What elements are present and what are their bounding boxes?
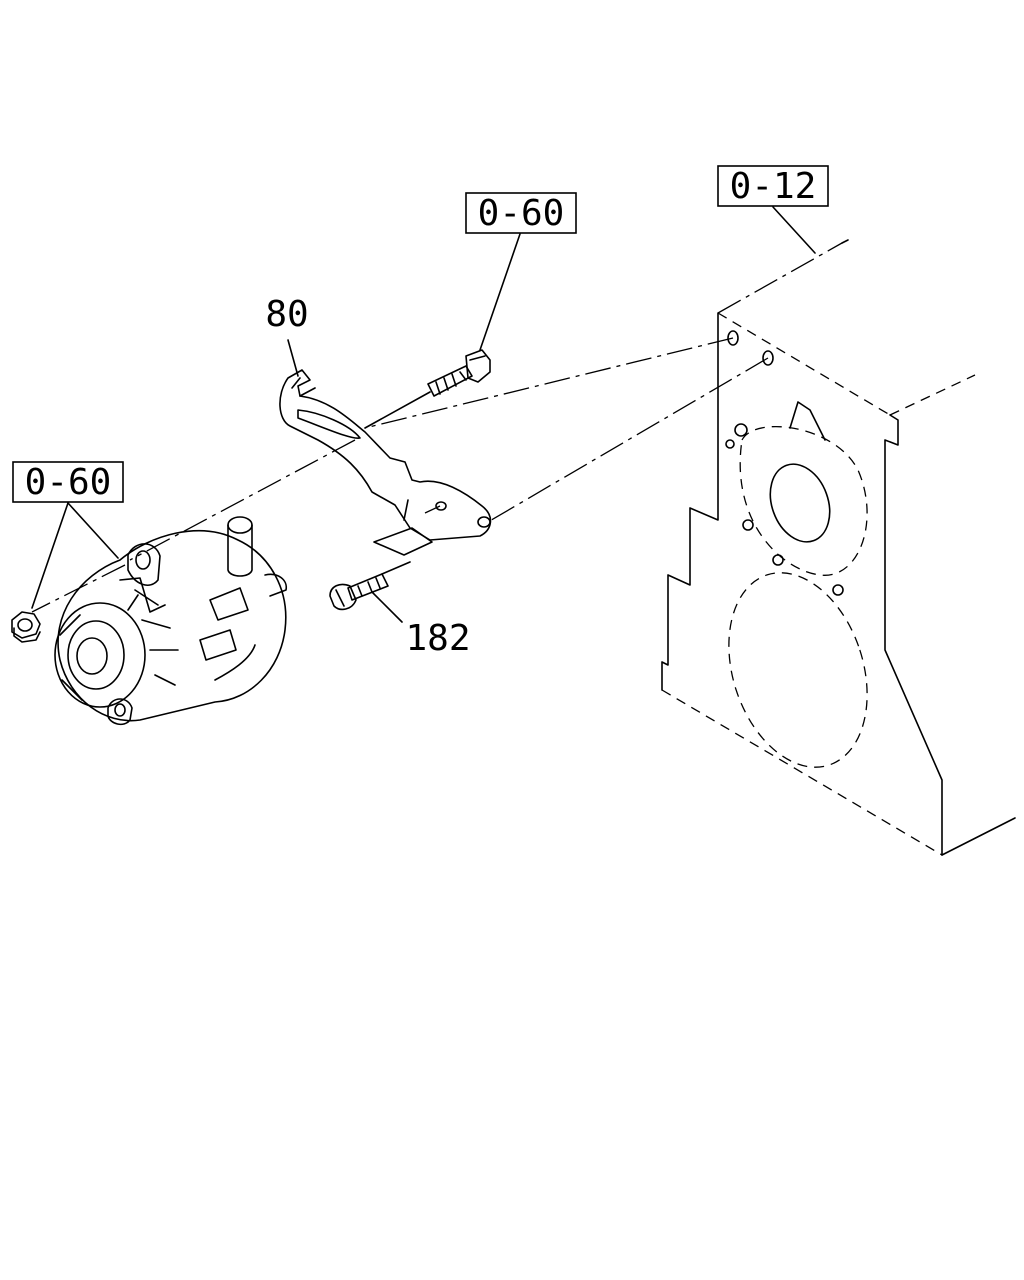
alignment-lines: [31, 337, 769, 613]
bracket-part-80: [279, 369, 492, 556]
stud-bolt: [427, 349, 491, 397]
engine-block: [661, 239, 1016, 856]
callout-0-60-top: 0-60: [465, 192, 577, 234]
label-0-12: 0-12: [730, 166, 817, 207]
label-0-60-left: 0-60: [25, 462, 112, 503]
nut: [11, 611, 41, 643]
leader-lines: [31, 206, 816, 623]
callout-0-60-left: 0-60: [12, 461, 124, 503]
label-part-182: 182: [405, 618, 470, 659]
callout-0-12: 0-12: [717, 165, 829, 207]
label-0-60-top: 0-60: [478, 193, 565, 234]
label-part-80: 80: [265, 294, 308, 335]
bolt-part-182: [329, 561, 411, 611]
alternator: [54, 516, 288, 726]
